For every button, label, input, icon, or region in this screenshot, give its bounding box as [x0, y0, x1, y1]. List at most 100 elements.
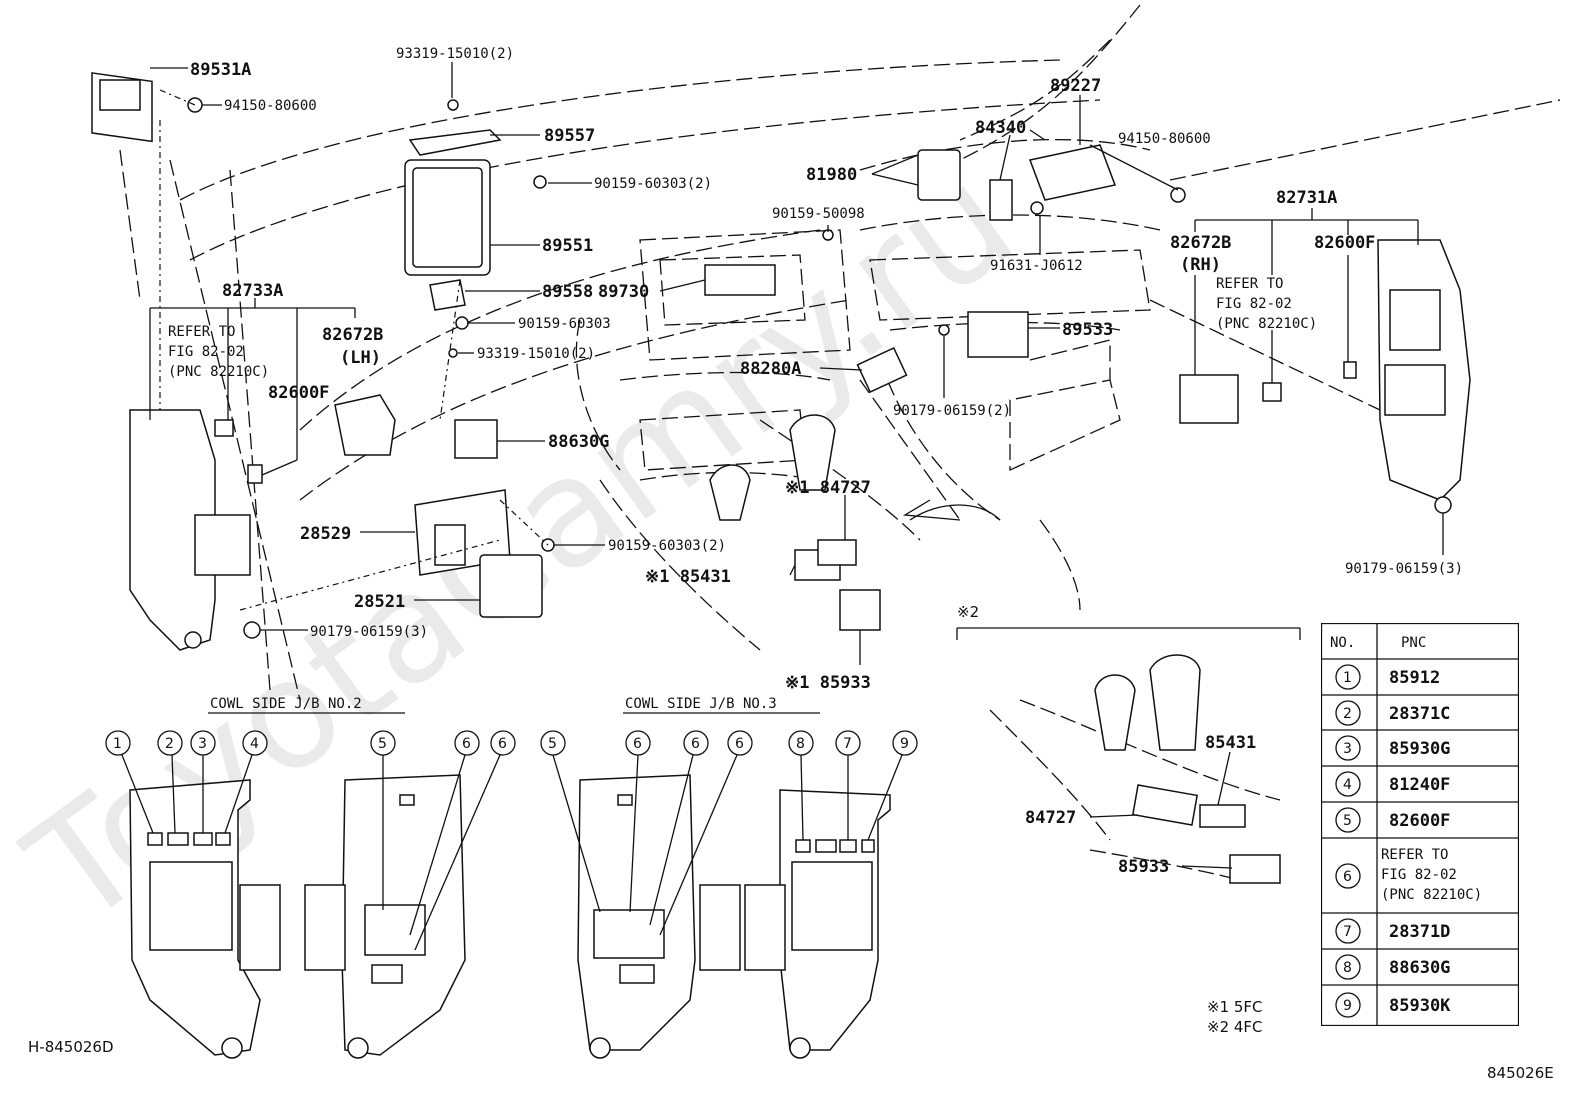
label-85431-mark1: ※1 85431 — [645, 567, 731, 587]
cowl-jb-views: COWL SIDE J/B NO.2 COWL SIDE J/B NO.3 — [129, 696, 891, 1059]
svg-text:4: 4 — [1343, 777, 1352, 793]
svg-text:1: 1 — [113, 736, 122, 752]
callout-5a: 5 — [370, 730, 396, 910]
inset-4fc: ※2 85431 84727 85933 — [956, 603, 1301, 884]
svg-text:2: 2 — [165, 736, 174, 752]
label-88280A: 88280A — [740, 359, 801, 379]
table-header-no: NO. — [1330, 635, 1355, 651]
callout-4: 4 — [224, 730, 268, 834]
refer-left-line2: FIG 82-02 — [168, 344, 244, 360]
label-82672B-rh: 82672B — [1170, 233, 1231, 253]
callout-8: 8 — [788, 730, 814, 841]
svg-text:7: 7 — [843, 736, 852, 752]
table-row: 2 28371C — [1335, 700, 1450, 726]
label-89551: 89551 — [542, 236, 593, 256]
callout-2: 2 — [157, 730, 183, 834]
svg-text:7: 7 — [1343, 924, 1352, 940]
table-row: 7 28371D — [1335, 918, 1450, 944]
component-shapes — [91, 72, 1471, 651]
inset-mark: ※2 — [957, 603, 979, 621]
circle-callouts: 1 2 3 4 5 6 6 5 — [105, 730, 918, 951]
label-90159-60303-2a: 90159-60303(2) — [594, 176, 712, 192]
svg-text:3: 3 — [198, 736, 207, 752]
table-row: 3 85930G — [1335, 735, 1450, 761]
inset-label-84727: 84727 — [1025, 808, 1076, 828]
svg-text:6: 6 — [633, 736, 642, 752]
label-90159-50098: 90159-50098 — [772, 206, 865, 222]
diagram-code: H-845026D — [28, 1038, 114, 1056]
table-header-pnc: PNC — [1401, 635, 1426, 651]
cowl-no2-heading: COWL SIDE J/B NO.2 — [210, 696, 362, 712]
label-93319-15010-top: 93319-15010(2) — [396, 46, 514, 62]
label-88630G: 88630G — [548, 432, 609, 452]
svg-text:28371D: 28371D — [1389, 922, 1450, 942]
label-89531A: 89531A — [190, 60, 251, 80]
svg-text:5: 5 — [1343, 813, 1352, 829]
svg-text:REFER TO: REFER TO — [1381, 847, 1448, 863]
label-90179-06159-3a: 90179-06159(3) — [310, 624, 428, 640]
cowl-no3-heading: COWL SIDE J/B NO.3 — [625, 696, 777, 712]
label-89730: 89730 — [598, 282, 649, 302]
callout-3: 3 — [190, 730, 216, 833]
callout-5b: 5 — [540, 730, 601, 913]
callout-6a: 6 — [409, 730, 480, 936]
callout-6d: 6 — [649, 730, 709, 926]
label-90179-06159-3b: 90179-06159(3) — [1345, 561, 1463, 577]
svg-text:6: 6 — [462, 736, 471, 752]
svg-text:85912: 85912 — [1389, 668, 1440, 688]
svg-text:5: 5 — [548, 736, 557, 752]
svg-text:6: 6 — [498, 736, 507, 752]
pnc-table: NO. PNC 1 85912 2 28371C 3 85930G 4 8124… — [1321, 623, 1519, 1026]
table-row: 9 85930K — [1335, 992, 1451, 1018]
table-row: 6 REFER TO FIG 82-02 (PNC 82210C) — [1335, 847, 1482, 903]
part-labels: 89531A 94150-80600 93319-15010(2) 89557 … — [168, 46, 1463, 693]
refer-right-line2: FIG 82-02 — [1216, 296, 1292, 312]
svg-text:9: 9 — [1343, 998, 1352, 1014]
svg-text:FIG 82-02: FIG 82-02 — [1381, 867, 1457, 883]
label-rh: (RH) — [1180, 255, 1221, 275]
dashboard-outline — [119, 4, 1561, 701]
refer-left-line3: (PNC 82210C) — [168, 364, 269, 380]
svg-text:85930G: 85930G — [1389, 739, 1450, 759]
label-90179-06159-2: 90179-06159(2) — [893, 403, 1011, 419]
label-82672B-lh: 82672B — [322, 325, 383, 345]
callout-7: 7 — [835, 730, 861, 840]
svg-text:81240F: 81240F — [1389, 775, 1450, 795]
svg-text:9: 9 — [900, 736, 909, 752]
inset-label-85933: 85933 — [1118, 857, 1169, 877]
label-89533: 89533 — [1062, 320, 1113, 340]
svg-text:6: 6 — [1343, 869, 1352, 885]
svg-text:28371C: 28371C — [1389, 704, 1450, 724]
label-93319-15010-b: 93319-15010(2) — [477, 346, 595, 362]
refer-right-line1: REFER TO — [1216, 276, 1283, 292]
label-90159-60303: 90159-60303 — [518, 316, 611, 332]
svg-text:6: 6 — [691, 736, 700, 752]
label-84340: 84340 — [975, 118, 1026, 138]
label-82600F-right: 82600F — [1314, 233, 1375, 253]
refer-right-line3: (PNC 82210C) — [1216, 316, 1317, 332]
callout-6b: 6 — [414, 730, 516, 951]
label-91631-J0612: 91631-J0612 — [990, 258, 1083, 274]
refer-left-line1: REFER TO — [168, 324, 235, 340]
leader-lines — [149, 62, 1444, 665]
svg-text:(PNC 82210C): (PNC 82210C) — [1381, 887, 1482, 903]
svg-text:8: 8 — [796, 736, 805, 752]
svg-text:3: 3 — [1343, 741, 1352, 757]
svg-text:5: 5 — [378, 736, 387, 752]
table-row: 8 88630G — [1335, 954, 1450, 980]
svg-text:2: 2 — [1343, 706, 1352, 722]
svg-text:6: 6 — [735, 736, 744, 752]
label-82733A: 82733A — [222, 281, 283, 301]
label-89227: 89227 — [1050, 76, 1101, 96]
table-row: 4 81240F — [1335, 771, 1450, 797]
inset-label-85431: 85431 — [1205, 733, 1256, 753]
label-28529: 28529 — [300, 524, 351, 544]
callout-1: 1 — [105, 730, 154, 834]
label-84727-mark1: ※1 84727 — [785, 478, 871, 498]
table-row: 5 82600F — [1335, 807, 1450, 833]
svg-text:8: 8 — [1343, 960, 1352, 976]
figure-code: 845026E — [1487, 1064, 1554, 1082]
label-lh: (LH) — [340, 348, 381, 368]
